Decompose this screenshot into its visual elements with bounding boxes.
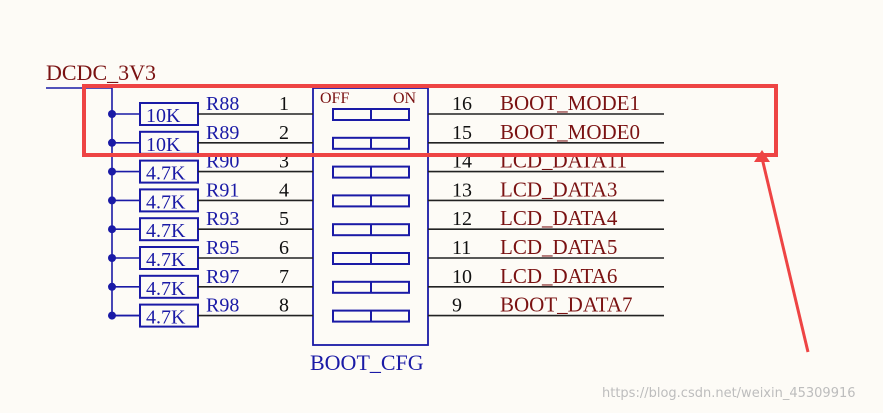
resistor-value: 10K <box>146 105 181 127</box>
watermark: https://blog.csdn.net/weixin_45309916 <box>602 386 856 401</box>
net-label: BOOT_DATA7 <box>500 293 632 317</box>
component-name: BOOT_CFG <box>310 350 424 375</box>
resistor-ref: R88 <box>206 93 239 115</box>
right-pin-number: 16 <box>452 93 472 115</box>
left-pin-number: 8 <box>279 295 289 317</box>
resistor-ref: R97 <box>206 266 239 288</box>
dip-switch-body <box>312 87 429 346</box>
right-pin-number: 10 <box>452 266 472 288</box>
left-pin-number: 5 <box>279 208 289 230</box>
resistor-value: 4.7K <box>146 278 186 300</box>
left-pin-number: 1 <box>279 93 289 115</box>
right-pin-number: 15 <box>452 122 472 144</box>
right-pin-number: 13 <box>452 179 472 201</box>
resistor-ref: R93 <box>206 208 239 230</box>
left-pin-number: 7 <box>279 266 289 288</box>
switch-on-label: ON <box>393 90 417 107</box>
arrow-head-icon <box>754 150 770 162</box>
resistor-value: 4.7K <box>146 249 186 271</box>
left-pin-number: 4 <box>279 179 289 201</box>
net-label: BOOT_MODE0 <box>500 120 640 144</box>
right-pin-number: 9 <box>452 295 462 317</box>
left-pin-number: 2 <box>279 122 289 144</box>
resistor-value: 4.7K <box>146 163 186 185</box>
highlight-box <box>82 84 778 157</box>
annotation-arrow <box>760 157 810 353</box>
resistor-value: 4.7K <box>146 307 186 329</box>
resistor-ref: R95 <box>206 237 239 259</box>
left-pin-number: 6 <box>279 237 289 259</box>
net-label: BOOT_MODE1 <box>500 91 640 115</box>
right-pin-number: 12 <box>452 208 472 230</box>
net-label: LCD_DATA4 <box>500 206 618 230</box>
left-pin-number: 3 <box>279 151 289 173</box>
power-net-label: DCDC_3V3 <box>46 60 156 85</box>
switch-off-label: OFF <box>320 90 349 107</box>
net-label: LCD_DATA5 <box>500 235 617 259</box>
resistor-value: 10K <box>146 134 181 156</box>
resistor-ref: R89 <box>206 122 239 144</box>
net-label: LCD_DATA3 <box>500 177 617 201</box>
net-label: LCD_DATA6 <box>500 264 617 288</box>
resistor-ref: R91 <box>206 179 239 201</box>
net-label: LCD_DATA11 <box>500 149 627 173</box>
resistor-value: 4.7K <box>146 191 186 213</box>
resistor-value: 4.7K <box>146 220 186 242</box>
right-pin-number: 11 <box>452 237 471 259</box>
resistor-ref: R98 <box>206 295 239 317</box>
